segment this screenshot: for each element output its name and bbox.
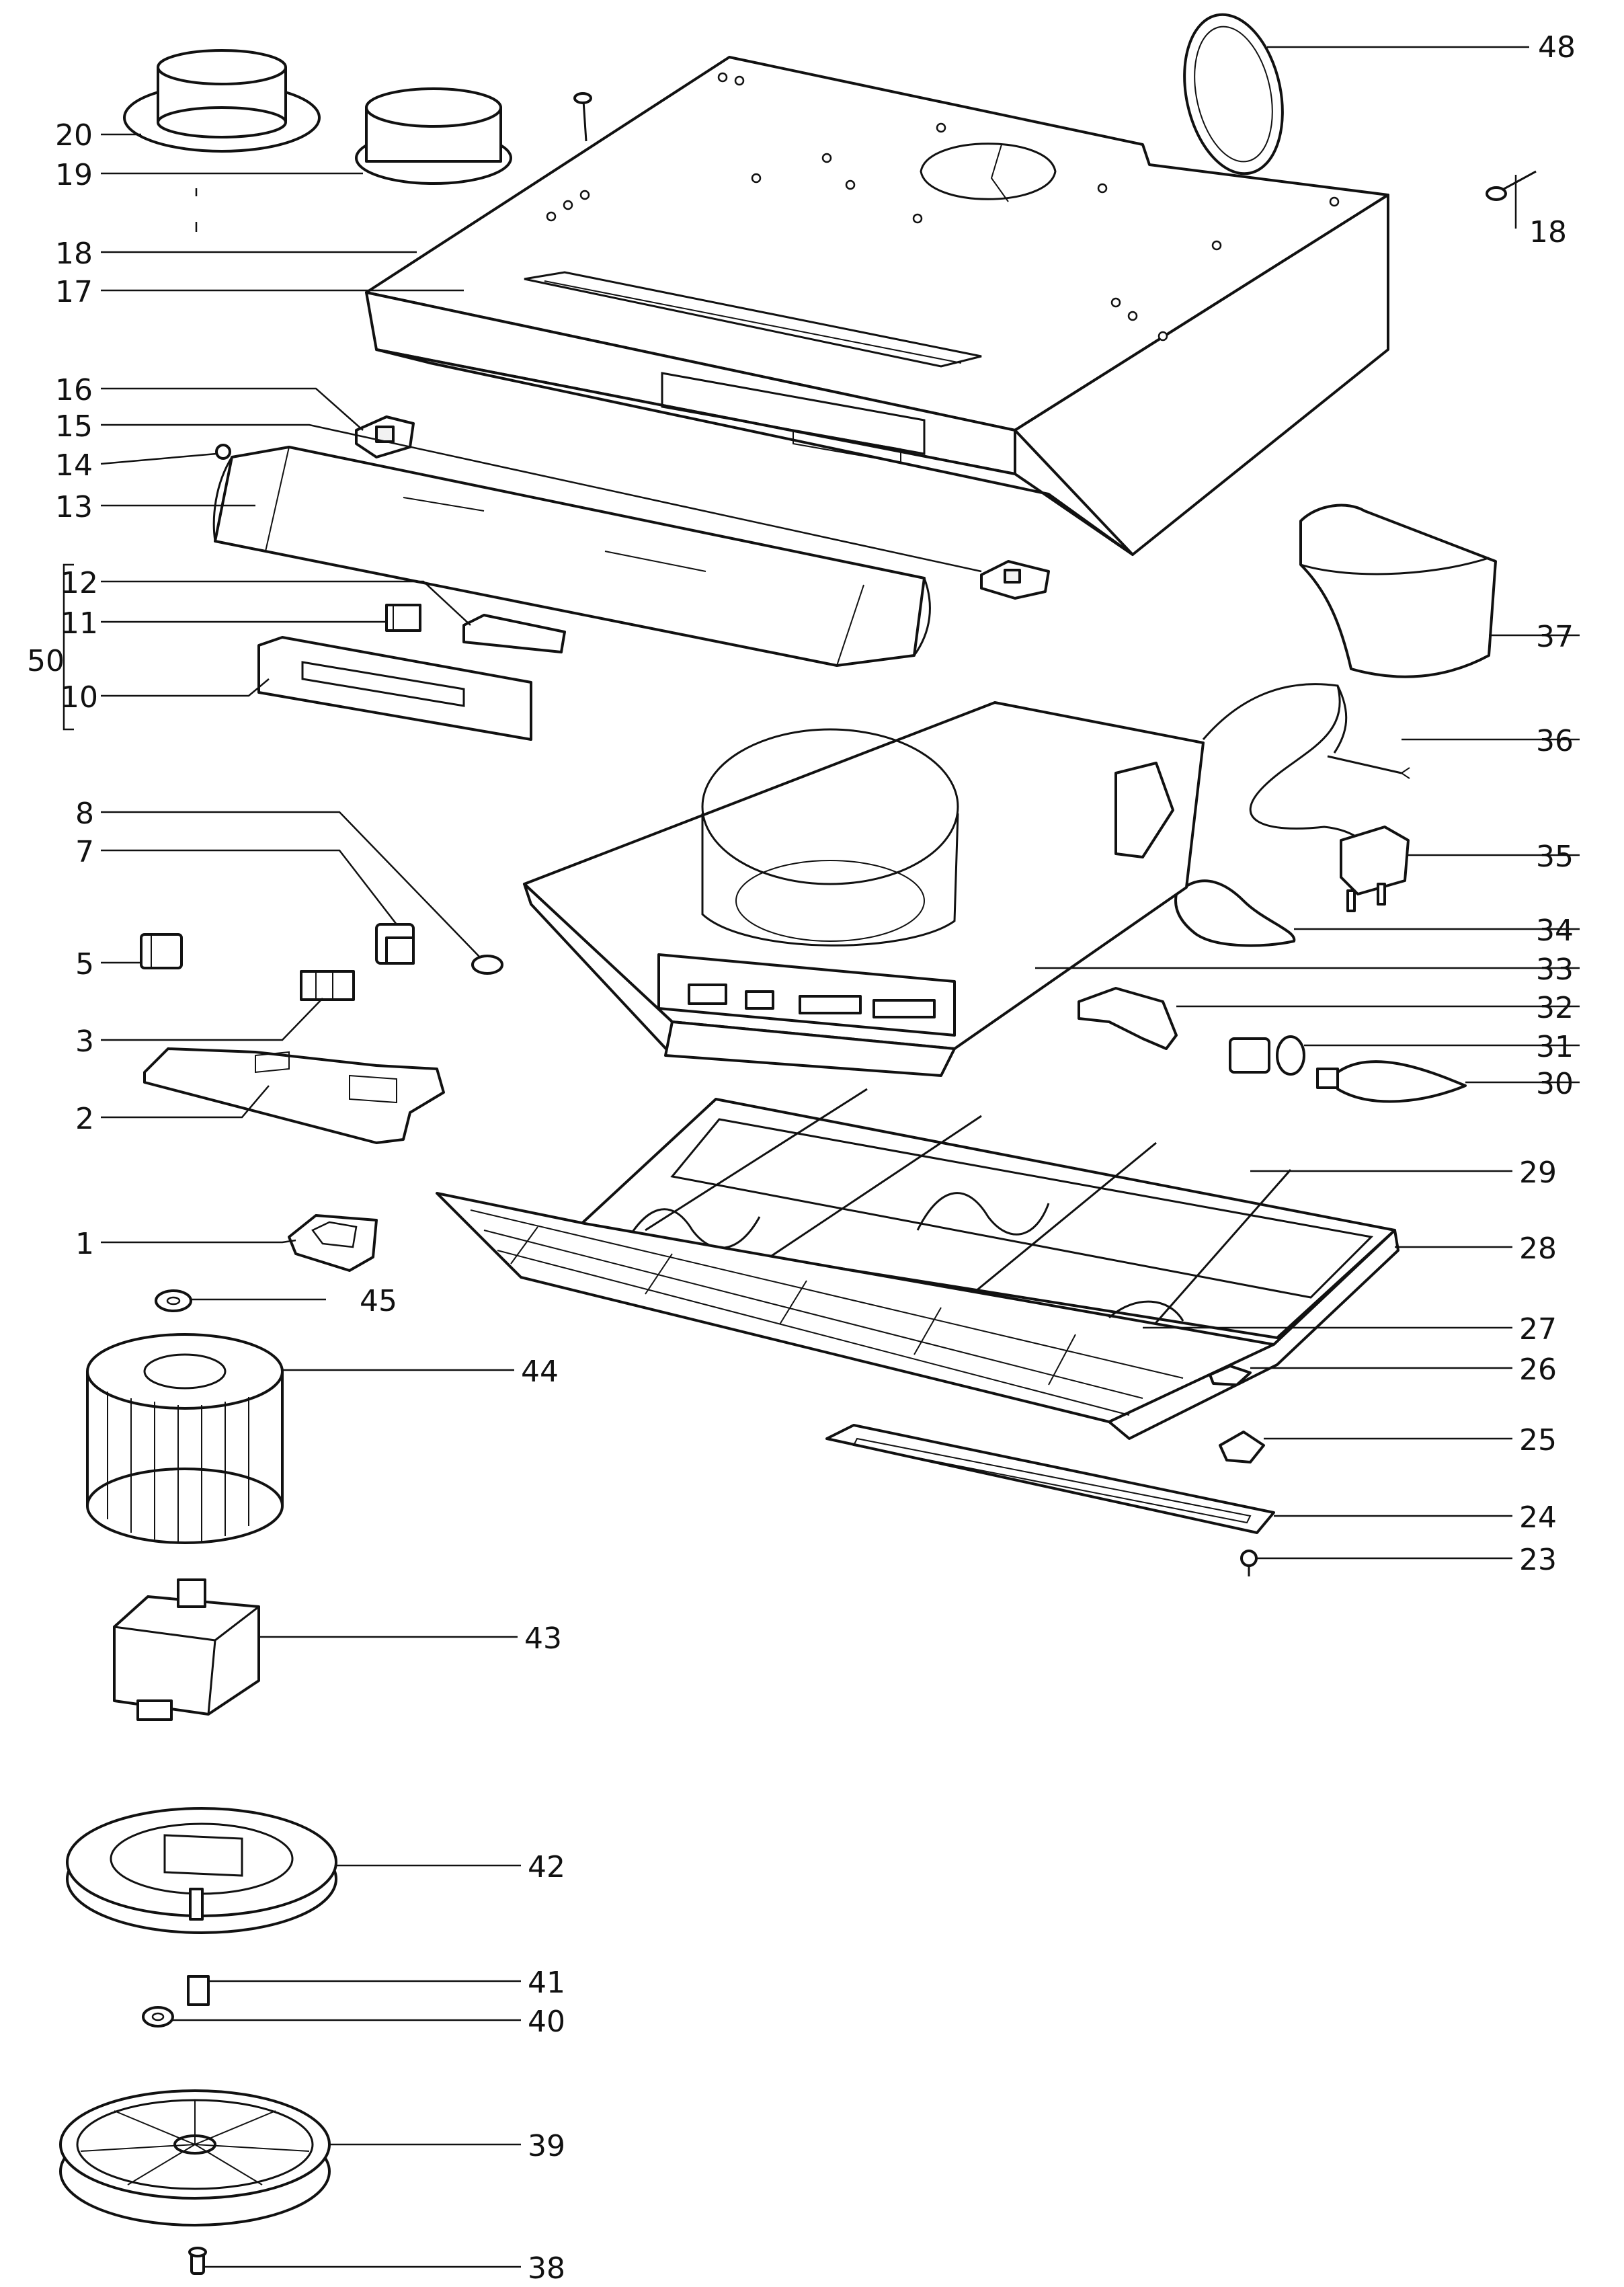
callout-35: 35 [1536, 840, 1574, 874]
part-nut-45 [155, 1289, 192, 1312]
part-screw-18-top [573, 92, 592, 142]
callout-33: 33 [1536, 953, 1574, 987]
callout-48: 48 [1538, 30, 1576, 65]
part-screw-23 [1240, 1550, 1258, 1576]
callout-25: 25 [1519, 1423, 1557, 1457]
part-grille-27-28 [436, 1192, 1399, 1440]
callout-8: 8 [75, 797, 94, 831]
callout-18-left: 18 [55, 237, 93, 271]
leader-lines [63, 46, 1580, 2268]
callout-17: 17 [55, 275, 93, 309]
callout-20: 20 [55, 118, 93, 153]
part-switch-11 [385, 604, 421, 632]
callout-38: 38 [528, 2251, 565, 2286]
part-knob-38 [188, 2247, 207, 2275]
callout-3: 3 [75, 1025, 94, 1059]
part-lamp-bracket-32 [1078, 987, 1178, 1050]
callout-34: 34 [1536, 914, 1574, 948]
part-inner-tray-33 [523, 701, 1205, 1077]
part-wire-36 [1327, 755, 1410, 779]
callout-14: 14 [55, 448, 93, 483]
part-nut-40 [142, 2006, 174, 2028]
callout-15: 15 [55, 409, 93, 444]
callout-16: 16 [55, 373, 93, 407]
part-rail-24 [825, 1424, 1275, 1534]
callout-28: 28 [1519, 1232, 1557, 1266]
part-clip-41 [187, 1975, 210, 2006]
part-circuit-board-2 [143, 1047, 445, 1144]
part-lamp-socket-31 [1229, 1035, 1305, 1076]
callout-2: 2 [75, 1102, 94, 1136]
part-bracket-15 [980, 560, 1050, 600]
part-filter-disc-39 [59, 2089, 331, 2226]
callout-40: 40 [528, 2005, 565, 2039]
callout-10: 10 [60, 680, 98, 715]
part-hood-housing-17 [365, 56, 1389, 556]
callout-18-right: 18 [1529, 215, 1567, 249]
part-duct-ring-19 [355, 87, 512, 185]
part-screw-14 [215, 444, 231, 460]
callout-41: 41 [528, 1966, 565, 2000]
callout-29: 29 [1519, 1156, 1557, 1190]
callout-1: 1 [75, 1227, 94, 1261]
callout-39: 39 [528, 2129, 565, 2163]
part-plug-35 [1340, 826, 1410, 912]
part-filter-holder-42 [66, 1807, 337, 1934]
callout-27: 27 [1519, 1312, 1557, 1347]
part-power-cable [1202, 683, 1383, 865]
callout-43: 43 [524, 1621, 562, 1656]
callout-45: 45 [360, 1284, 397, 1318]
part-control-strip-10 [257, 636, 532, 741]
callout-12: 12 [60, 566, 98, 600]
part-clip-26 [1209, 1365, 1252, 1386]
callout-11: 11 [60, 606, 98, 641]
callout-44: 44 [521, 1355, 559, 1389]
part-motor-43 [113, 1578, 260, 1721]
callout-32: 32 [1536, 991, 1574, 1025]
part-knob-8 [471, 955, 503, 975]
part-switch-block-7 [375, 923, 415, 965]
part-lamp-cover-34 [1174, 879, 1296, 947]
part-switch-bar-12 [462, 614, 566, 653]
callout-labels: 20 19 18 17 16 15 14 13 12 11 50 10 8 7 … [27, 30, 1576, 2286]
part-blower-44 [86, 1333, 284, 1544]
callout-7: 7 [75, 835, 94, 869]
part-scroll-duct-37 [1299, 504, 1497, 678]
callout-5: 5 [75, 947, 94, 981]
callout-50: 50 [27, 644, 65, 678]
callout-31: 31 [1536, 1030, 1574, 1064]
callout-13: 13 [55, 490, 93, 524]
callout-42: 42 [528, 1850, 565, 1884]
part-terminal-3 [300, 970, 355, 1001]
part-bulb-30 [1316, 1060, 1467, 1103]
part-clip-25 [1219, 1431, 1265, 1463]
callout-26: 26 [1519, 1353, 1557, 1387]
part-switch-5 [140, 933, 183, 969]
part-glass-panel-13 [212, 446, 931, 667]
callout-36: 36 [1536, 724, 1574, 758]
part-flap-48 [1183, 13, 1284, 175]
callout-24: 24 [1519, 1500, 1557, 1535]
part-clip-1 [288, 1214, 378, 1272]
callout-19: 19 [55, 158, 93, 192]
callout-23: 23 [1519, 1543, 1557, 1577]
callout-30: 30 [1536, 1067, 1574, 1101]
part-screw-18-right [1486, 170, 1537, 201]
callout-37: 37 [1536, 620, 1574, 654]
part-collar-20 [123, 49, 321, 153]
